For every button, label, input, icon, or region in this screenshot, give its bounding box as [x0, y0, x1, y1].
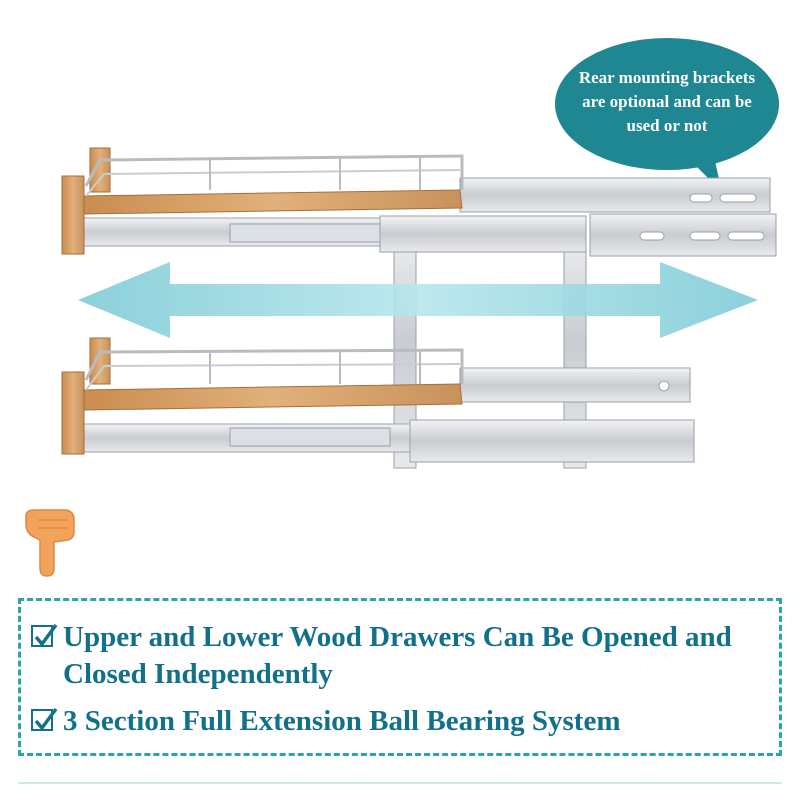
callout-line: are optional and can be: [582, 92, 752, 111]
checkmark-icon: [34, 623, 58, 647]
checkbox: [31, 707, 58, 731]
callout-line: used or not: [626, 116, 708, 135]
pointing-hand-icon: [25, 509, 75, 577]
feature-list: Upper and Lower Wood Drawers Can Be Open…: [18, 598, 782, 756]
upper-drawer: [61, 147, 777, 257]
feature-text: Upper and Lower Wood Drawers Can Be Open…: [63, 621, 732, 690]
feature-item: Upper and Lower Wood Drawers Can Be Open…: [31, 619, 771, 693]
divider: [18, 782, 782, 784]
lower-drawer: [61, 337, 695, 463]
checkmark-icon: [34, 707, 58, 731]
product-illustration: [61, 38, 779, 469]
feature-text: 3 Section Full Extension Ball Bearing Sy…: [63, 705, 621, 737]
checkbox: [31, 623, 58, 647]
double-arrow-icon: [78, 262, 758, 338]
callout-line: Rear mounting brackets: [578, 68, 756, 87]
feature-item: 3 Section Full Extension Ball Bearing Sy…: [31, 703, 771, 740]
callout-text: Rear mounting brackets are optional and …: [568, 66, 766, 138]
